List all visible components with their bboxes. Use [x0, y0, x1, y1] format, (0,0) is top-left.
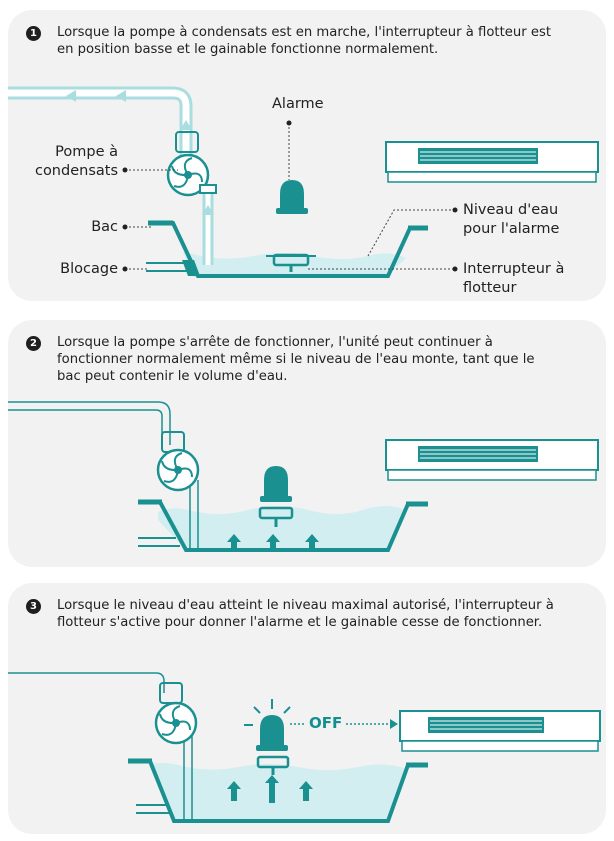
label-alarm: Alarme	[272, 96, 324, 112]
panel-step-3: 3 Lorsque le niveau d'eau atteint le niv…	[8, 583, 606, 834]
water-body	[158, 506, 406, 550]
fan-icon	[166, 131, 217, 197]
step-number-badge: 2	[26, 336, 41, 351]
off-label: OFF	[309, 714, 343, 732]
diagram-scene-1	[8, 86, 599, 278]
arrow-up-icon	[227, 781, 241, 801]
flow-arrow-4	[202, 205, 214, 215]
water-body	[148, 763, 406, 821]
arrow-up-icon	[227, 534, 241, 550]
step-description: Lorsque la pompe s'arrête de fonctionner…	[57, 335, 535, 384]
float-switch-icon	[256, 755, 290, 775]
leader-dot	[452, 266, 458, 272]
arrow-up-icon	[305, 534, 319, 550]
leader-dot	[122, 224, 128, 230]
off-arrowhead	[390, 719, 398, 729]
label-pump: Pompe à condensats	[34, 144, 118, 179]
alarm-beacon-icon	[260, 466, 292, 502]
float-switch-icon	[258, 506, 294, 527]
step-2: 2 Lorsque la pompe s'arrête de fonctionn…	[26, 334, 557, 385]
ceiling-unit-icon	[385, 439, 599, 481]
step-description: Lorsque la pompe à condensats est en mar…	[57, 25, 551, 57]
alarm-beacon-icon	[276, 180, 308, 214]
fan-icon	[154, 682, 198, 745]
leader-dot	[122, 266, 128, 272]
leader-dot	[122, 167, 128, 173]
flow-arrow-3	[180, 120, 192, 130]
step-1: 1 Lorsque la pompe à condensats est en m…	[26, 24, 557, 58]
leader-dot	[452, 207, 458, 213]
panel-step-2: 2 Lorsque la pompe s'arrête de fonctionn…	[8, 320, 606, 567]
step-description: Lorsque le niveau d'eau atteint le nivea…	[57, 598, 554, 630]
outlet-pipe	[8, 409, 163, 445]
diagram-scene-2	[8, 401, 599, 552]
step-number-badge: 1	[26, 26, 41, 41]
label-block: Blocage	[60, 261, 118, 277]
diagram-scene-3	[8, 672, 601, 823]
ceiling-unit-icon	[399, 710, 601, 752]
flow-arrow-2	[116, 90, 126, 102]
leader-water-level	[367, 209, 455, 257]
outlet-pipe	[8, 672, 165, 693]
leader-dot	[286, 120, 292, 126]
panel-step-1: 1 Lorsque la pompe à condensats est en m…	[8, 10, 606, 301]
label-water-level: Niveau d'eau pour l'alarme	[463, 202, 560, 237]
arrow-up-icon	[299, 781, 313, 801]
float-switch-icon	[266, 253, 316, 272]
ceiling-unit-icon	[385, 141, 599, 183]
fan-icon	[156, 431, 200, 492]
label-float-switch: Interrupteur à flotteur	[463, 261, 565, 296]
arrow-up-icon	[265, 775, 279, 803]
flow-arrow-1	[66, 90, 76, 102]
outlet-pipe	[8, 401, 171, 445]
alarm-beacon-icon	[244, 699, 291, 751]
outlet-pipe-inner	[8, 89, 190, 175]
step-number-badge: 3	[26, 599, 41, 614]
label-tray: Bac	[91, 219, 118, 235]
arrow-up-icon	[266, 534, 280, 550]
step-3: 3 Lorsque le niveau d'eau atteint le niv…	[26, 597, 557, 631]
block-wedge	[182, 260, 200, 276]
